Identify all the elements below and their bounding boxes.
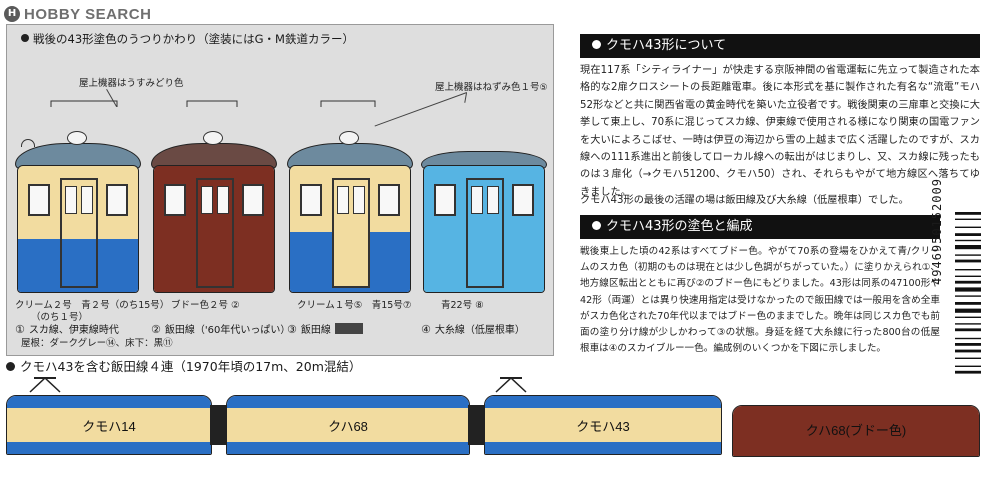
pantograph-icon xyxy=(495,376,527,393)
barcode-bar xyxy=(955,287,981,292)
headlamp-icon xyxy=(67,131,87,145)
panel-title: 戦後の43形塗色のうつりかわり（塗装にはG・M鉄道カラー） xyxy=(21,31,354,47)
car-coupler xyxy=(210,405,228,445)
car-1-caption-b: （のち１号） xyxy=(31,312,89,323)
car-front-1 xyxy=(15,131,141,295)
train-car-label: クモハ14 xyxy=(82,419,136,434)
car-roof xyxy=(151,143,277,169)
headlamp-icon xyxy=(339,131,359,145)
bullet-icon xyxy=(592,221,601,230)
barcode-digits: 4946950152009 xyxy=(930,178,944,285)
roof-note-right: 屋上機器はねずみ色１号⑤ xyxy=(435,82,548,93)
train-car-label: クハ68(ブドー色) xyxy=(805,423,907,438)
hobby-search-logo[interactable]: H HOBBY SEARCH xyxy=(4,3,151,25)
car-front-3 xyxy=(287,131,413,295)
section-1-text-2: クモハ43形の最後の活躍の場は飯田線及び大糸線（低屋根車）でした。 xyxy=(580,195,909,206)
barcode-bar xyxy=(955,308,981,313)
bullet-icon xyxy=(6,362,15,371)
car-1-caption-a: クリーム２号 青２号（のち15号） xyxy=(15,300,170,311)
train-formation-title: クモハ43を含む飯田線４連（1970年頃の17m、20m混結） xyxy=(6,356,361,375)
logo-text: HOBBY SEARCH xyxy=(24,5,152,23)
horn-icon xyxy=(21,139,35,147)
car-1-detail: 屋根：ダークグレー⑭、床下：黒⑪ xyxy=(21,338,173,349)
barcode-bar xyxy=(955,328,981,332)
car-body xyxy=(289,165,411,293)
barcode-bar xyxy=(955,302,981,305)
bullet-icon xyxy=(21,34,29,42)
barcode-icon xyxy=(955,212,981,374)
train-car-label: クモハ43 xyxy=(576,419,630,434)
train-car-kuha68-grape: クハ68(ブドー色) xyxy=(732,405,980,457)
train-car-kuha68: クハ68 xyxy=(226,395,470,455)
section-1-text: 現在117系「シティライナー」が快走する京阪神間の省電運転に先立って製造された本… xyxy=(580,65,980,198)
section-2-text: 戦後東上した頃の42系はすべてブドー色。やがて70系の登場をひかえて青/クリーム… xyxy=(580,246,940,355)
train-car-label: クハ68 xyxy=(328,419,368,434)
barcode-bar xyxy=(955,316,981,318)
barcode-bar xyxy=(955,323,981,325)
barcode-bar xyxy=(955,280,981,284)
section-1-heading: クモハ43形について xyxy=(580,34,980,58)
barcode-bar xyxy=(955,357,981,359)
bullet-icon xyxy=(592,40,601,49)
barcode-bar xyxy=(955,269,981,271)
car-front-4 xyxy=(421,143,547,295)
car-front-2 xyxy=(151,131,277,295)
train-car-kumoha14: クモハ14 xyxy=(6,395,212,455)
hobby-search-logo-icon: H xyxy=(4,6,20,22)
barcode-bar xyxy=(955,275,981,277)
barcode-bar xyxy=(955,226,981,228)
barcode-bar xyxy=(955,365,981,367)
barcode-bar xyxy=(955,259,981,263)
color-history-panel: 戦後の43形塗色のうつりかわり（塗装にはG・M鉄道カラー） 屋上機器はうすみどり… xyxy=(6,24,554,356)
section-2-heading: クモハ43形の塗色と編成 xyxy=(580,215,940,239)
barcode-bar xyxy=(955,343,981,346)
redaction-box xyxy=(334,323,363,334)
car-coupler xyxy=(468,405,486,445)
car-3-caption-a: クリーム１号⑤ 青15号⑦ xyxy=(297,300,412,311)
car-body xyxy=(17,165,139,293)
train-car-kumoha43: クモハ43 xyxy=(484,395,722,455)
barcode-bar xyxy=(955,370,981,374)
barcode-bar xyxy=(955,239,981,242)
pantograph-icon xyxy=(29,376,61,393)
headlamp-icon xyxy=(203,131,223,145)
barcode-bar xyxy=(955,337,981,340)
barcode-bar xyxy=(955,218,981,220)
roof-note-left: 屋上機器はうすみどり色 xyxy=(79,78,184,89)
barcode-bar xyxy=(955,212,981,215)
car-body xyxy=(423,165,545,293)
barcode-bar xyxy=(955,254,981,256)
car-body xyxy=(153,165,275,293)
barcode-bar xyxy=(955,295,981,297)
barcode-bar xyxy=(955,233,981,236)
roof-bracket-lines xyxy=(50,100,376,107)
barcode-bar xyxy=(955,245,981,250)
barcode-bar xyxy=(955,349,981,353)
